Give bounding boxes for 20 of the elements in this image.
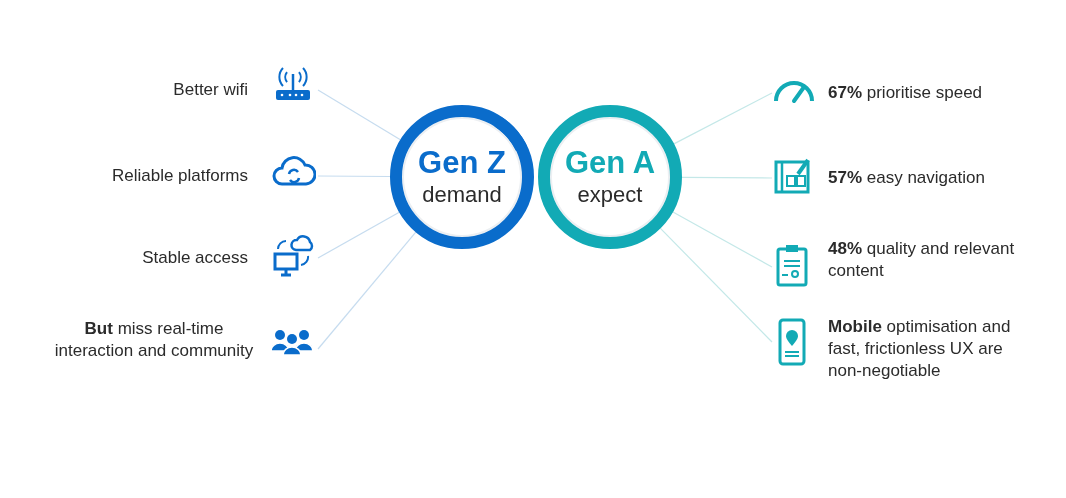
item-text: 57% easy navigation bbox=[828, 167, 986, 189]
item-text: Stable access bbox=[141, 247, 248, 269]
connector-line bbox=[317, 231, 417, 350]
item-text: But miss real-time interaction and community bbox=[54, 318, 254, 362]
circle-subtitle: demand bbox=[422, 181, 502, 209]
connector-line bbox=[317, 89, 401, 141]
connector-line bbox=[317, 175, 391, 178]
circle-title: Gen A bbox=[564, 145, 656, 181]
connector-line bbox=[317, 211, 400, 259]
connector-line bbox=[681, 176, 773, 179]
item-text: 48% quality and relevant content bbox=[828, 238, 1016, 282]
connector-line bbox=[673, 92, 773, 145]
item-text: 67% prioritise speed bbox=[828, 82, 984, 104]
item-text: Reliable platforms bbox=[110, 165, 248, 187]
circle-subtitle: expect bbox=[577, 181, 643, 209]
connector-line bbox=[672, 211, 773, 268]
item-text: Mobile optimisation and fast, frictionless UX are non-negotiable bbox=[828, 316, 1012, 382]
connector-line bbox=[659, 227, 773, 343]
item-text: Better wifi bbox=[172, 79, 248, 101]
circle-title: Gen Z bbox=[418, 145, 506, 181]
